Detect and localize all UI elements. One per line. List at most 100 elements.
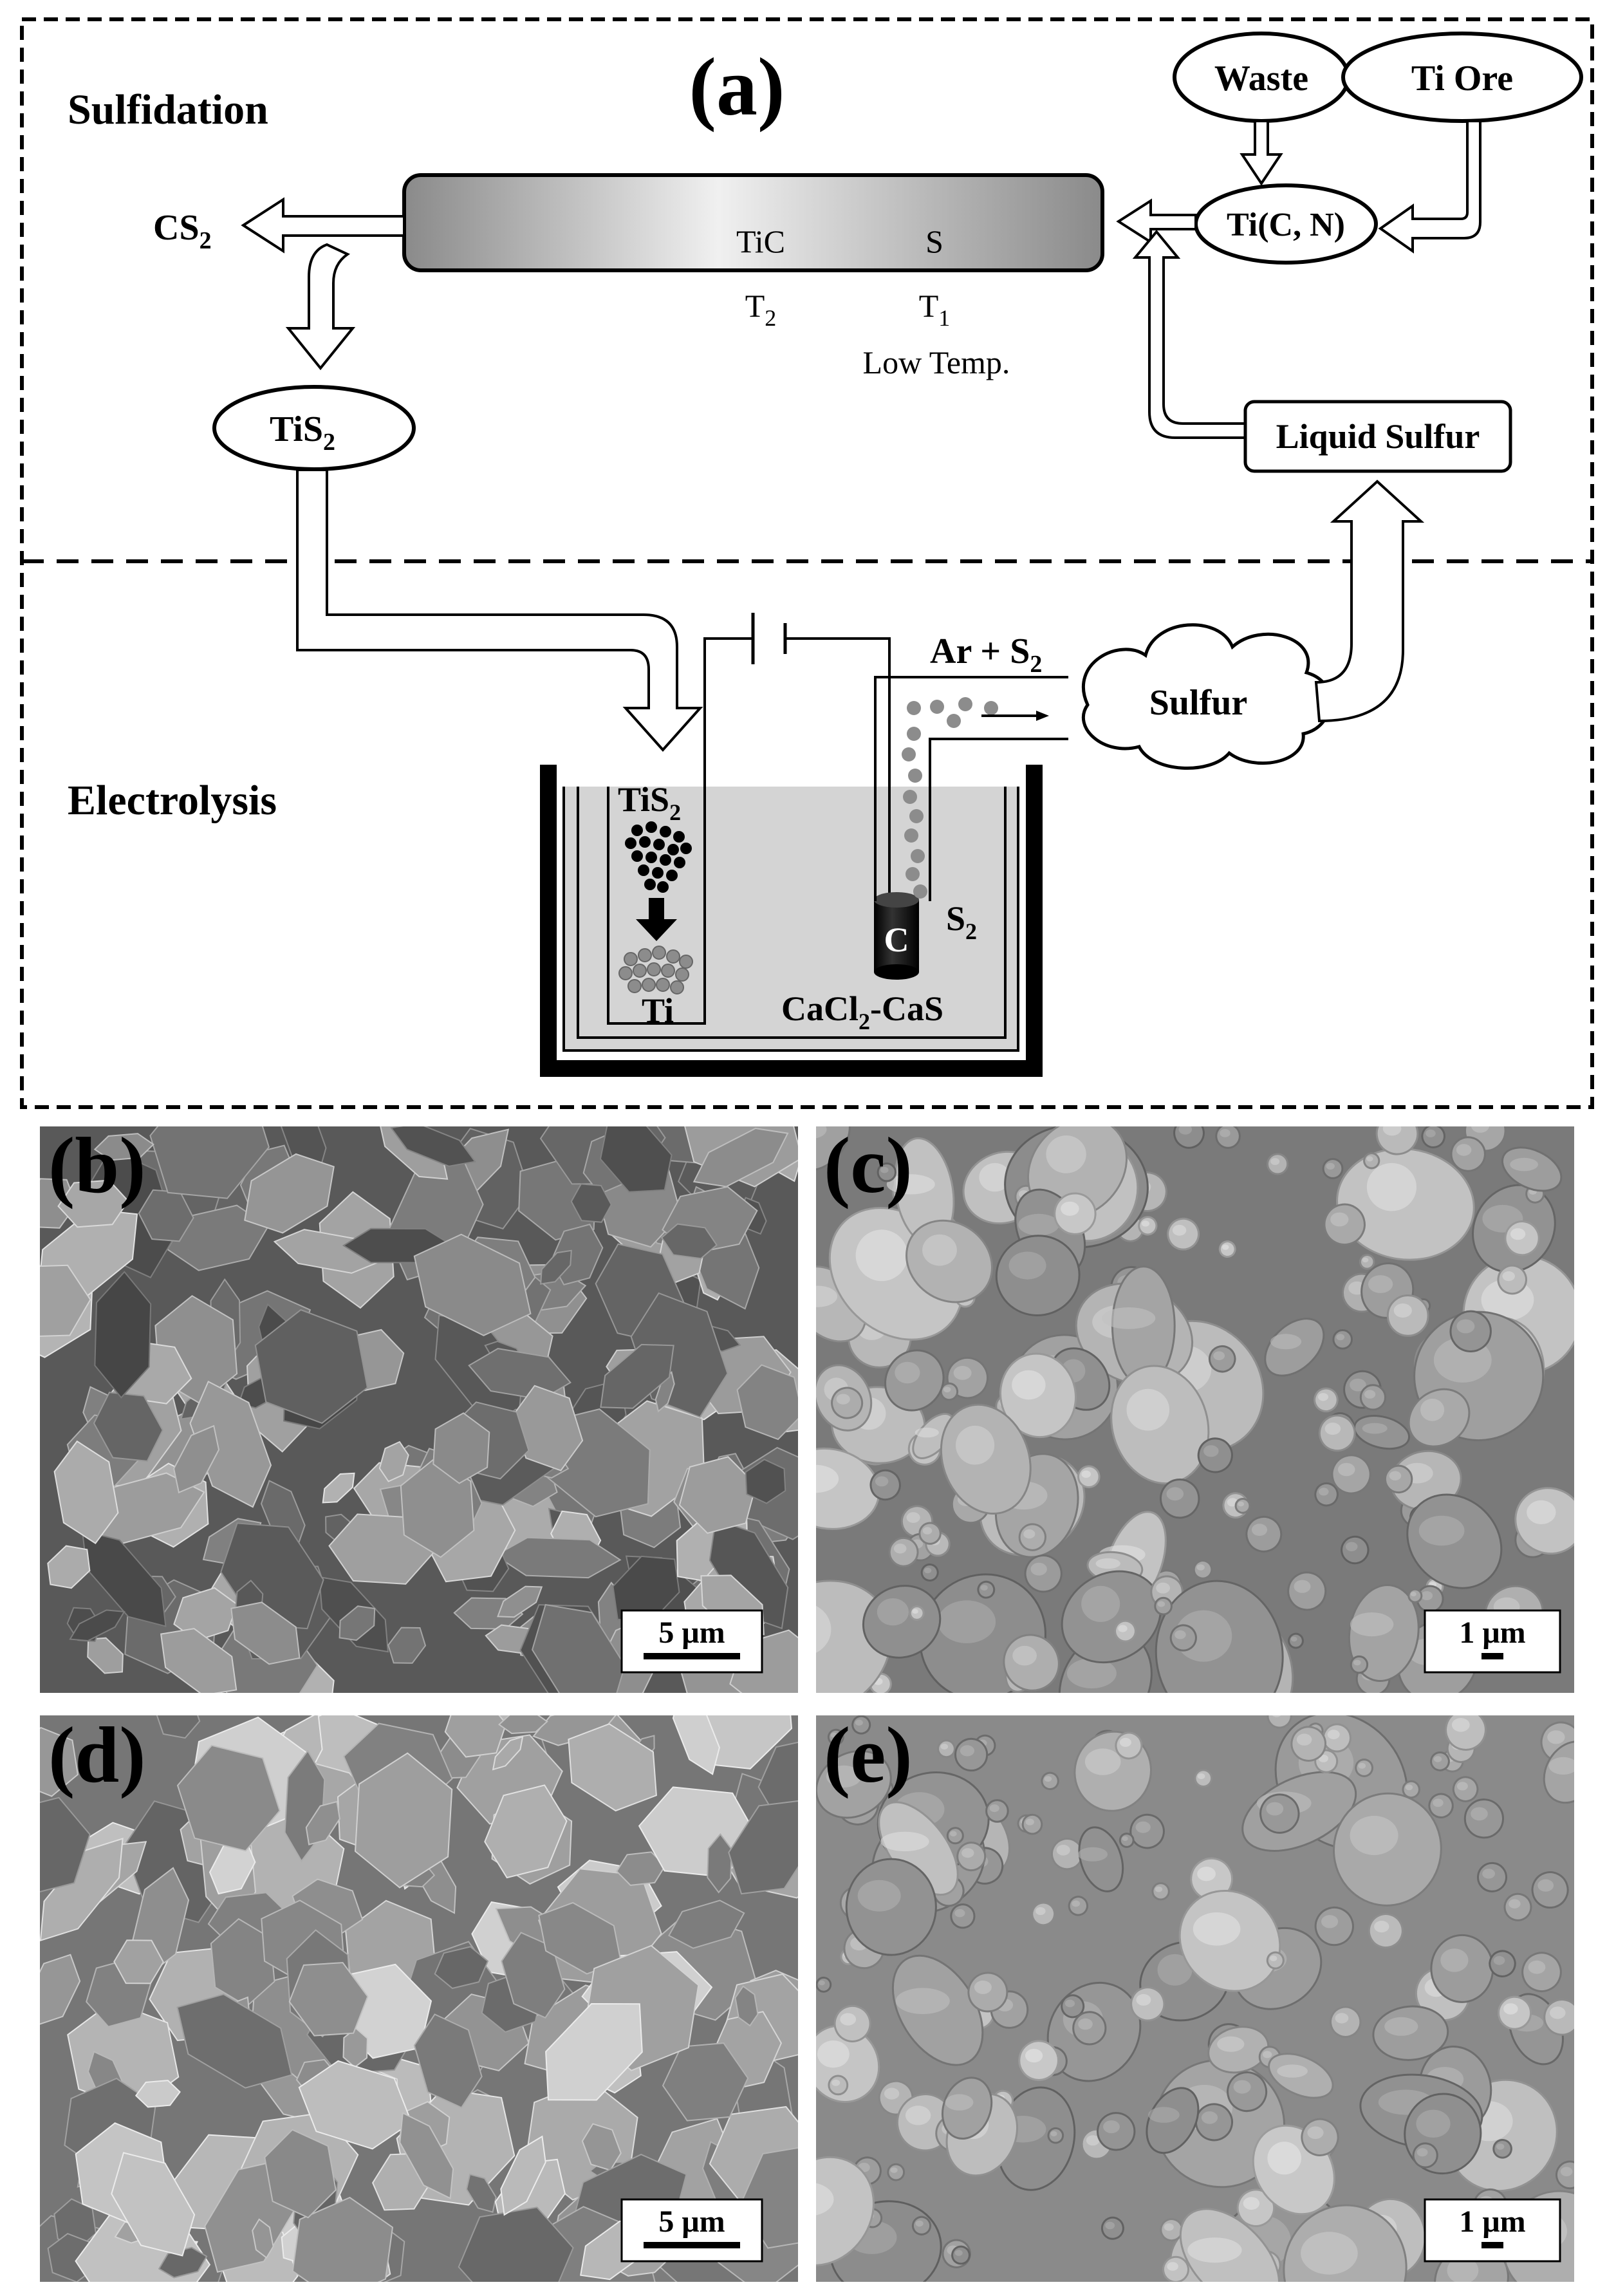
- micrograph-e-highlight: [1266, 1802, 1284, 1816]
- micrograph-b-flake: [390, 1126, 476, 1167]
- micrograph-c-highlight: [1008, 1251, 1046, 1280]
- micrograph-c-highlight: [1251, 1524, 1268, 1536]
- micrograph-e-highlight: [1119, 1737, 1131, 1747]
- micrograph-c-highlight: [816, 1126, 827, 1139]
- micrograph-c-highlight: [1203, 1445, 1219, 1457]
- micrograph-e-highlight: [1482, 1869, 1496, 1879]
- micrograph-b-flake: [512, 1385, 584, 1471]
- micrograph-e-highlight: [1086, 2135, 1100, 2146]
- micrograph-c-highlight: [1382, 1126, 1402, 1136]
- micrograph-e-highlight: [940, 1744, 949, 1750]
- micrograph-c-highlight: [855, 1229, 908, 1282]
- micrograph-e-highlight: [1050, 2131, 1057, 2136]
- micrograph-e-highlight: [855, 1719, 863, 1726]
- micrograph-e-highlight: [945, 2094, 974, 2111]
- micrograph-c-highlight: [1141, 1220, 1149, 1227]
- micrograph-c-highlight: [1393, 1303, 1412, 1318]
- micrograph-b-flake: [599, 1126, 673, 1193]
- micrograph-b-texture: [40, 1126, 798, 1693]
- micrograph-c-highlight: [1081, 1585, 1120, 1622]
- micrograph-e-highlight: [961, 1848, 974, 1858]
- micrograph-c-highlight: [1221, 1244, 1229, 1250]
- arrow-cs2-out: [241, 197, 405, 254]
- svg-text:1 μm: 1 μm: [1459, 2205, 1525, 2239]
- micrograph-e-highlight: [1103, 2120, 1120, 2134]
- micrograph-e-highlight: [895, 1988, 950, 2014]
- micrograph-c-highlight: [1095, 1558, 1120, 1569]
- micrograph-e-highlight: [1471, 1807, 1488, 1821]
- micrograph-c-highlight: [886, 1174, 935, 1195]
- micrograph-c-highlight: [1012, 1370, 1046, 1400]
- svg-text:5 μm: 5 μm: [658, 2205, 725, 2239]
- micrograph-b-flake: [570, 1183, 612, 1223]
- micrograph-d-flake: [40, 1837, 124, 1942]
- micrograph-c-highlight: [1364, 1390, 1376, 1399]
- micrograph-c-highlight: [1410, 1592, 1416, 1596]
- micrograph-d-flake: [40, 1954, 81, 2025]
- micrograph-c-highlight: [1166, 1487, 1184, 1501]
- micrograph-e-highlight: [1550, 2006, 1566, 2019]
- micrograph-e-highlight: [840, 2013, 857, 2026]
- svg-text:Ti Ore: Ti Ore: [1411, 59, 1513, 98]
- micrograph-e-highlight: [1560, 2167, 1573, 2176]
- micrograph-c-highlight: [1324, 1423, 1341, 1435]
- circuit-wire: [703, 637, 891, 943]
- micrograph-d-flake: [176, 1744, 281, 1852]
- micrograph-c-highlight: [836, 1394, 850, 1405]
- micrograph-e-highlight: [1157, 1954, 1193, 1986]
- micrograph-c-highlight: [1294, 1580, 1311, 1593]
- micrograph-c-highlight: [1012, 1645, 1037, 1666]
- furnace-s: S: [925, 223, 943, 259]
- micrograph-c-highlight: [1066, 1658, 1117, 1689]
- micrograph-b-flake: [322, 1472, 355, 1504]
- micrograph-e-highlight: [1078, 2018, 1093, 2030]
- micrograph-e-highlight: [1358, 1762, 1366, 1769]
- micrograph-e-highlight: [1416, 2109, 1451, 2138]
- panel-d-label: (d): [48, 1711, 146, 1799]
- micrograph-e-highlight: [1084, 1748, 1121, 1775]
- panel-c-label: (c): [824, 1121, 913, 1209]
- micrograph-d-flake: [156, 1715, 201, 1739]
- micrograph-d-flake: [210, 1918, 275, 2007]
- scale-bar-c: 1 μm: [1424, 1609, 1561, 1674]
- micrograph-e-highlight: [1193, 1912, 1241, 1946]
- micrograph-d-flake: [501, 1932, 566, 2019]
- micrograph-e-highlight: [1547, 1730, 1565, 1744]
- arrow-tis2-to-cell: [296, 469, 703, 752]
- micrograph-c-highlight: [1353, 1659, 1361, 1666]
- waste-node: Waste: [1173, 32, 1350, 123]
- micrograph-c-highlight: [1061, 1201, 1079, 1216]
- micrograph-b: [40, 1126, 798, 1693]
- micrograph-c-highlight: [1118, 1625, 1128, 1632]
- liquid-sulfur-box: Liquid Sulfur: [1243, 400, 1512, 473]
- micrograph-e-highlight: [1493, 1955, 1505, 1965]
- micrograph-c-highlight: [875, 1476, 889, 1487]
- micrograph-e-highlight: [1155, 1886, 1163, 1892]
- micrograph-e-highlight: [1509, 1899, 1521, 1909]
- micrograph-e-highlight: [857, 1880, 901, 1912]
- micrograph-c-highlight: [1018, 1213, 1059, 1236]
- micrograph-c-highlight: [1389, 1471, 1402, 1480]
- micrograph-e-highlight: [1072, 1900, 1081, 1907]
- micrograph-c-highlight: [922, 1527, 933, 1535]
- micrograph-e-highlight: [826, 1765, 862, 1787]
- micrograph-d-flake: [707, 1833, 732, 1894]
- micrograph-c-highlight: [1213, 1351, 1225, 1361]
- micrograph-d-flake: [113, 1939, 164, 1984]
- panel-a: (a) Sulfidation Electrolysis Waste Ti Or…: [20, 17, 1594, 1109]
- micrograph-c-highlight: [943, 1386, 951, 1393]
- micrograph-c-highlight: [1350, 1612, 1394, 1637]
- micrograph-c-highlight: [956, 1425, 995, 1465]
- gas-outlet-tube: [874, 676, 1068, 901]
- panel-a-label: (a): [689, 41, 785, 133]
- micrograph-b-flake: [93, 1133, 154, 1161]
- micrograph-e-highlight: [1044, 1776, 1052, 1782]
- micrograph-e-highlight: [1233, 2080, 1251, 2094]
- micrograph-d-flake: [176, 1993, 293, 2089]
- micrograph-e-highlight: [1036, 1907, 1046, 1916]
- svg-text:5 μm: 5 μm: [658, 1616, 725, 1650]
- micrograph-c-highlight: [877, 1598, 909, 1626]
- micrograph-b-flake: [432, 1412, 490, 1484]
- micrograph-d-flake: [135, 2080, 181, 2108]
